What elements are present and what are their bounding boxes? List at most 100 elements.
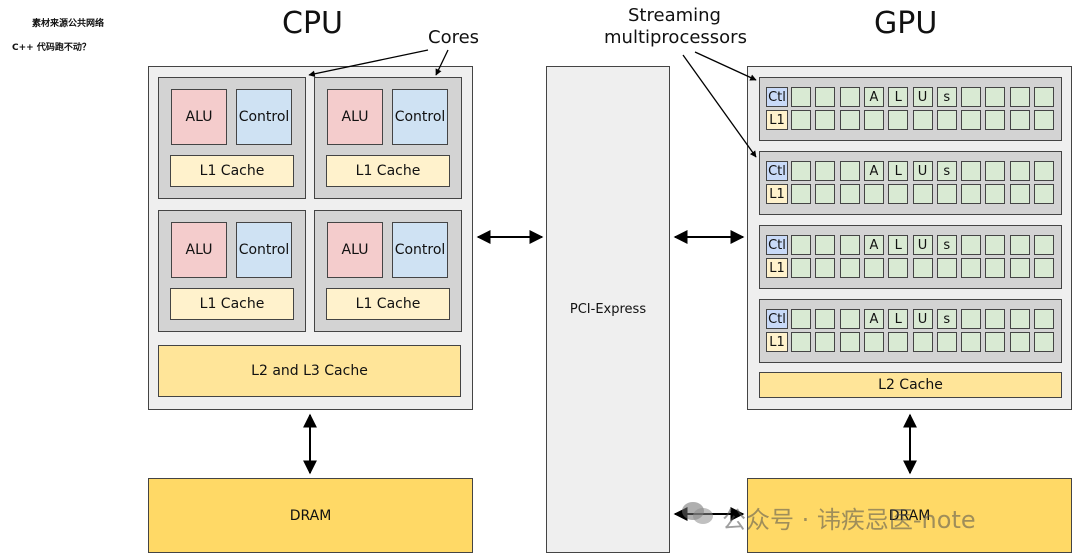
alu-cell xyxy=(791,184,811,204)
alu-cell xyxy=(961,87,982,107)
alu-cell xyxy=(985,161,1006,181)
alu-cell xyxy=(1034,258,1054,278)
alu-cell xyxy=(1034,332,1054,352)
alu-cell: L xyxy=(888,309,909,329)
l1-cache-box: L1 Cache xyxy=(170,155,294,187)
sm-control-cell: Ctl xyxy=(766,309,788,329)
alu-cell xyxy=(985,332,1006,352)
alu-cell xyxy=(815,87,836,107)
cpp-note: C++ 代码跑不动？ xyxy=(12,43,91,53)
alu-cell xyxy=(839,184,860,204)
gpu-dram-box: DRAM xyxy=(747,478,1072,553)
alu-cell: A xyxy=(863,161,884,181)
alu-cell xyxy=(791,309,811,329)
sm-pointer-arrow xyxy=(682,54,757,158)
cpu-core-3: ALU Control L1 Cache xyxy=(158,210,306,332)
alu-cell xyxy=(1009,161,1030,181)
alu-cell xyxy=(961,110,982,130)
alu-cell xyxy=(961,235,982,255)
alu-cell xyxy=(936,184,957,204)
alu-cell: U xyxy=(912,309,933,329)
alu-cell xyxy=(936,332,957,352)
alu-cell: U xyxy=(912,235,933,255)
alu-cell xyxy=(1009,235,1030,255)
alu-cell xyxy=(863,110,884,130)
alu-cell xyxy=(815,235,836,255)
sm-control-cell: Ctl xyxy=(766,87,788,107)
sm-label-line2: multiprocessors xyxy=(604,27,747,48)
alu-cell xyxy=(936,110,957,130)
alu-cell xyxy=(815,309,836,329)
control-box: Control xyxy=(392,222,448,278)
alu-cell xyxy=(1009,184,1030,204)
alu-cell xyxy=(985,258,1006,278)
alu-cell xyxy=(985,235,1006,255)
alu-cell xyxy=(1009,258,1030,278)
alu-cell xyxy=(961,161,982,181)
alu-cell: s xyxy=(936,161,957,181)
alu-cell xyxy=(936,258,957,278)
alu-cell: L xyxy=(888,161,909,181)
alu-cell xyxy=(863,332,884,352)
alu-cell xyxy=(912,332,933,352)
alu-cell xyxy=(961,184,982,204)
alu-cell: s xyxy=(936,309,957,329)
alu-box: ALU xyxy=(171,222,227,278)
l2-cache-box: L2 Cache xyxy=(759,372,1062,398)
alu-cell xyxy=(985,309,1006,329)
alu-cell xyxy=(1034,309,1054,329)
sm-control-cell: Ctl xyxy=(766,235,788,255)
alu-cell xyxy=(888,332,909,352)
alu-cell xyxy=(985,184,1006,204)
alu-cell xyxy=(863,258,884,278)
cpu-title: CPU xyxy=(282,6,343,41)
alu-cell xyxy=(839,110,860,130)
alu-cell xyxy=(791,87,811,107)
control-box: Control xyxy=(392,89,448,145)
alu-cell xyxy=(791,235,811,255)
alu-cell xyxy=(888,258,909,278)
sm-l1-cell: L1 xyxy=(766,110,788,130)
alu-cell xyxy=(791,258,811,278)
alu-cell: s xyxy=(936,235,957,255)
wechat-icon xyxy=(680,500,714,526)
cores-label: Cores xyxy=(428,27,480,48)
alu-box: ALU xyxy=(327,222,383,278)
alu-cell xyxy=(839,332,860,352)
cpu-core-1: ALU Control L1 Cache xyxy=(158,77,306,199)
alu-cell xyxy=(791,110,811,130)
alu-cell xyxy=(912,258,933,278)
alu-cell xyxy=(888,184,909,204)
alu-cell xyxy=(1034,161,1054,181)
gpu-title: GPU xyxy=(874,6,938,41)
control-box: Control xyxy=(236,222,292,278)
alu-cell xyxy=(912,184,933,204)
alu-cell: U xyxy=(912,161,933,181)
pci-express-bus: PCI-Express xyxy=(546,66,670,553)
alu-cell xyxy=(815,332,836,352)
alu-box: ALU xyxy=(327,89,383,145)
l1-cache-box: L1 Cache xyxy=(326,155,450,187)
l1-cache-box: L1 Cache xyxy=(326,288,450,320)
alu-cell xyxy=(839,87,860,107)
alu-cell xyxy=(985,87,1006,107)
alu-cell xyxy=(888,110,909,130)
cores-pointer-arrow xyxy=(308,49,429,77)
alu-cell: A xyxy=(863,235,884,255)
alu-cell xyxy=(815,110,836,130)
alu-cell: U xyxy=(912,87,933,107)
alu-cell xyxy=(839,258,860,278)
cores-pointer-arrow xyxy=(435,49,449,76)
cpu-core-2: ALU Control L1 Cache xyxy=(314,77,462,199)
alu-cell xyxy=(839,161,860,181)
sm-control-cell: Ctl xyxy=(766,161,788,181)
watermark-text: 公众号 · 讳疾忌医-note xyxy=(722,506,976,534)
sm-label-line1: Streaming xyxy=(628,5,721,26)
l2-l3-cache-box: L2 and L3 Cache xyxy=(158,345,461,397)
alu-cell: A xyxy=(863,309,884,329)
source-note: 素材来源公共网络 xyxy=(32,19,105,29)
